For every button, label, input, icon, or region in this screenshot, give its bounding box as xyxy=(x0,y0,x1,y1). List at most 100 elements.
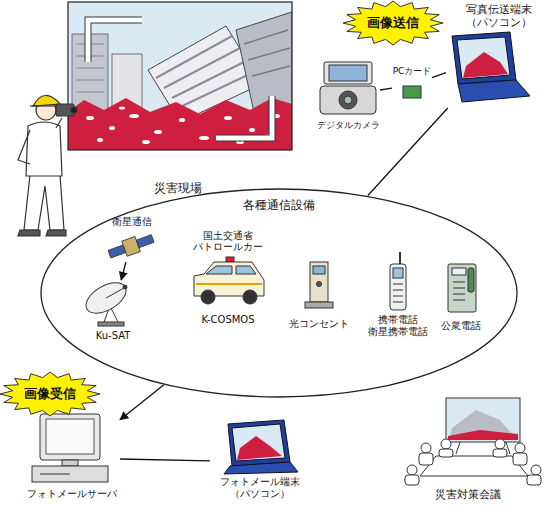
viewfinder-bracket xyxy=(88,20,272,138)
phone-screen xyxy=(393,268,403,278)
node-text: 衛星通信 xyxy=(100,216,164,228)
network-ellipse: 各種通信設備衛星通信国土交通省 パトロールカー K-COSMOS Ku-SAT 光コン… xyxy=(40,188,518,398)
satellite-device: 衛星通信 xyxy=(100,216,164,262)
car-wheel xyxy=(201,290,215,304)
screen-rubble xyxy=(448,430,518,440)
scene-label: 災害現場 xyxy=(130,181,226,195)
laptop-lid xyxy=(228,420,290,466)
camera-lens xyxy=(339,91,357,109)
phone-body xyxy=(390,264,406,310)
rubble xyxy=(68,98,292,150)
car-stripe xyxy=(196,283,262,285)
pc-card: PCカード xyxy=(392,66,432,104)
outlet-socket xyxy=(317,282,322,287)
connector-line xyxy=(380,88,392,90)
camera-screen-lid xyxy=(324,62,372,84)
laptop-icon xyxy=(452,32,530,102)
server-icon xyxy=(32,414,108,482)
node-text: Ku-SAT xyxy=(78,330,148,342)
dish-feed xyxy=(106,288,124,298)
worker-boots xyxy=(18,230,66,236)
node-text: 災害対策会議 xyxy=(400,488,535,501)
dish-antenna-icon xyxy=(81,277,131,326)
connector-line xyxy=(120,385,164,420)
meeting-group: 災害対策会議 xyxy=(400,396,535,504)
callout-burst: 画像受信 xyxy=(0,372,100,416)
leaning-building xyxy=(236,12,292,112)
mobile-phone-icon xyxy=(390,252,406,310)
optical-outlet-icon xyxy=(305,262,333,308)
payphone-handset xyxy=(468,268,474,292)
patrol-light xyxy=(226,257,234,262)
node-text: フォトメールサーバ xyxy=(24,488,120,500)
solar-panel xyxy=(136,235,154,248)
worker-legs xyxy=(24,175,64,230)
laptop-screen xyxy=(232,424,285,461)
car-wheel xyxy=(243,290,257,304)
optical-outlet: 光コンセント xyxy=(288,258,350,338)
worker-figure xyxy=(18,95,77,236)
patrol-car: 国土交通省 パトロールカー K-COSMOS xyxy=(182,230,274,332)
ellipse-outline xyxy=(40,188,518,398)
digital-camera-icon xyxy=(320,62,376,114)
phone-keys xyxy=(393,284,403,302)
sky xyxy=(68,2,292,150)
connector-line xyxy=(432,73,446,78)
patrol-car-icon xyxy=(194,257,264,304)
viewfinder-outline xyxy=(88,20,272,138)
payphone-display xyxy=(452,268,466,275)
node-text: デジタルカメラ xyxy=(316,120,380,131)
node-text: 画像受信 xyxy=(0,386,100,402)
monitor-neck xyxy=(62,460,78,466)
scene-frame xyxy=(68,2,292,150)
pay-phone-icon xyxy=(448,264,476,312)
node-text: 国土交通省 パトロールカー xyxy=(182,230,274,253)
mobile-phone: 携帯電話 衛星携帯電話 xyxy=(360,254,436,344)
laptop-base xyxy=(458,80,530,102)
outlet-panel xyxy=(313,266,325,274)
building-floors xyxy=(244,30,290,76)
payphone-keys xyxy=(453,282,465,300)
camera-device: デジタルカメラ xyxy=(316,56,380,134)
worker-body xyxy=(26,122,62,176)
connector-line xyxy=(120,459,210,461)
connector-line xyxy=(368,108,448,196)
dish xyxy=(81,277,131,320)
server-box xyxy=(32,466,108,482)
node-text: K-COSMOS xyxy=(182,314,274,326)
camera-lens-glass xyxy=(344,96,352,104)
camera-lens xyxy=(71,107,77,113)
server-slot xyxy=(40,474,70,475)
camera-screen xyxy=(329,65,367,81)
car-window xyxy=(206,266,256,274)
disaster-scene xyxy=(68,2,292,150)
dish-base xyxy=(98,322,124,326)
payphone-body xyxy=(448,264,476,312)
connector-line xyxy=(121,262,126,280)
pay-phone: 公衆電話 xyxy=(434,262,488,338)
laptop-lid xyxy=(452,32,516,84)
laptop-terminal: フォトメール端末 （パソコン） xyxy=(210,420,310,504)
laptop-screen xyxy=(457,37,510,79)
outlet-pillar xyxy=(310,262,328,302)
laptop-terminal: 写真伝送端末 （パソコン） xyxy=(446,0,548,108)
pc-card-icon xyxy=(403,86,421,98)
phone-antenna xyxy=(399,252,401,264)
screen-scene xyxy=(463,52,508,78)
node-text: フォトメール端末 （パソコン） xyxy=(210,476,310,500)
monitor-screen xyxy=(46,419,94,454)
node-text: PCカード xyxy=(392,66,432,77)
satellite-icon xyxy=(107,231,156,262)
solar-panel xyxy=(108,245,126,258)
node-text: 携帯電話 衛星携帯電話 xyxy=(360,314,436,338)
server-device: フォトメールサーバ xyxy=(24,412,120,504)
projection-screen xyxy=(446,398,520,442)
laptop-base xyxy=(224,462,298,474)
node-text: 各種通信設備 xyxy=(179,198,379,212)
callout-burst: 画像送信 xyxy=(343,1,443,45)
node-text: 公衆電話 xyxy=(434,320,488,332)
